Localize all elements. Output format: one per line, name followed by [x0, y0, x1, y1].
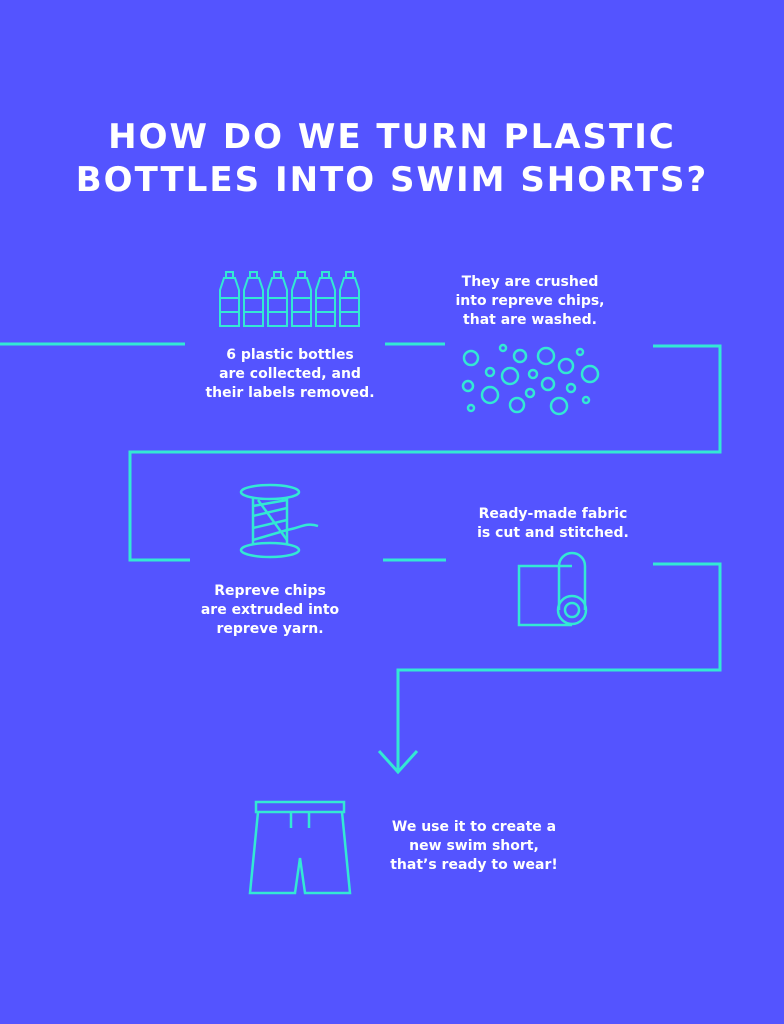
- yarn-spool-icon: [239, 483, 319, 559]
- step-5-line-3: that’s ready to wear!: [390, 857, 558, 873]
- step-3-line-2: are extruded into: [200, 602, 340, 618]
- flow-connector-lines: [0, 342, 722, 775]
- page-title-line-2: BOTTLES INTO SWIM SHORTS?: [75, 160, 709, 200]
- step-1-line-2: are collected, and: [219, 366, 361, 382]
- step-2-line-1: They are crushed: [461, 274, 599, 290]
- step-2-line-3: that are washed.: [463, 312, 597, 328]
- step-2-line-2: into repreve chips,: [455, 293, 605, 309]
- chips-icon: [461, 343, 600, 416]
- step-5-line-1: We use it to create a: [391, 819, 557, 835]
- down-arrow-icon: [377, 749, 419, 775]
- step-1-line-1: 6 plastic bottles: [226, 347, 354, 363]
- step-5-caption: We use it to create a new swim short, th…: [344, 818, 604, 875]
- step-5-line-2: new swim short,: [409, 838, 539, 854]
- step-1-line-3: their labels removed.: [205, 385, 375, 401]
- page-title-line-1: HOW DO WE TURN PLASTIC: [108, 117, 676, 157]
- plastic-bottles-icon: [219, 271, 360, 327]
- step-3-caption: Repreve chips are extruded into repreve …: [140, 582, 400, 639]
- swim-shorts-icon: [248, 800, 352, 895]
- fabric-roll-icon: [517, 551, 588, 627]
- connector-3: [128, 344, 722, 562]
- step-3-line-3: repreve yarn.: [216, 621, 324, 637]
- step-4-line-1: Ready-made fabric: [478, 506, 628, 522]
- step-3-line-1: Repreve chips: [214, 583, 326, 599]
- connector-5: [396, 562, 722, 770]
- step-2-caption: They are crushed into repreve chips, tha…: [400, 273, 660, 330]
- step-1-caption: 6 plastic bottles are collected, and the…: [160, 346, 420, 403]
- step-4-line-2: is cut and stitched.: [477, 525, 629, 541]
- step-4-caption: Ready-made fabric is cut and stitched.: [423, 505, 683, 543]
